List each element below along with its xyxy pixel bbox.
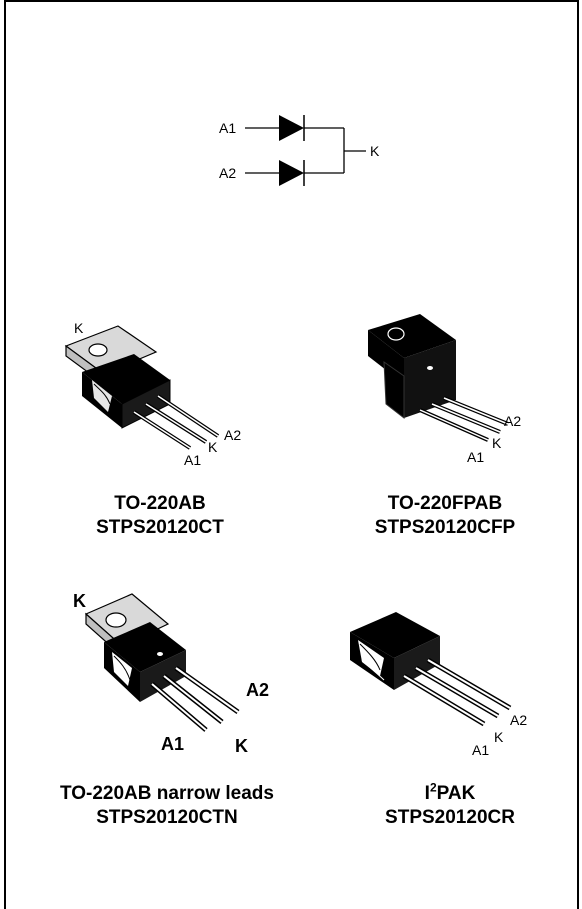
package-name-prefix: I	[424, 783, 430, 804]
package-i2pak-drawing	[350, 612, 512, 727]
pkg4-label-k-lead: K	[494, 729, 504, 745]
package-name: I2PAK	[350, 782, 550, 806]
diode-2	[245, 160, 344, 186]
package-to220ab-drawing	[64, 325, 220, 450]
package-name-suffix: PAK	[436, 783, 476, 804]
pkg4-label-a2: A2	[510, 712, 527, 728]
datasheet-frame	[4, 0, 579, 909]
schematic-label-a2: A2	[219, 165, 236, 181]
package-name: TO-220FPAB	[387, 493, 503, 514]
package-part-number: STPS20120CFP	[374, 517, 516, 538]
package-caption-to220fpab: TO-220FPAB STPS20120CFP	[340, 492, 550, 540]
pkg3-label-k-lead: K	[235, 736, 248, 756]
package-part-number: STPS20120CR	[385, 807, 515, 828]
package-to220fpab-drawing	[368, 314, 509, 442]
pkg3-label-a1: A1	[161, 734, 184, 754]
package-name: TO-220AB narrow leads	[59, 783, 274, 804]
package-name-superscript: 2	[429, 780, 437, 795]
pkg1-label-a1: A1	[184, 452, 201, 468]
pkg2-label-a1: A1	[467, 449, 484, 465]
package-to220ab-narrow-drawing	[84, 593, 240, 732]
pkg1-label-k-lead: K	[208, 439, 218, 455]
diode-1	[245, 115, 344, 141]
pkg1-label-k: K	[74, 320, 84, 336]
package-caption-to220ab-narrow: TO-220AB narrow leads STPS20120CTN	[22, 782, 312, 830]
common-cathode	[343, 128, 366, 173]
package-caption-i2pak: I2PAK STPS20120CR	[350, 782, 550, 830]
package-part-number: STPS20120CTN	[96, 807, 238, 828]
package-caption-to220ab: TO-220AB STPS20120CT	[60, 492, 260, 540]
pkg2-label-a2: A2	[504, 413, 521, 429]
pkg3-label-a2: A2	[246, 680, 269, 700]
schematic-label-a1: A1	[219, 120, 236, 136]
pkg3-label-k: K	[73, 591, 86, 611]
pkg1-label-a2: A2	[224, 427, 241, 443]
package-part-number: STPS20120CT	[96, 517, 224, 538]
package-name: TO-220AB	[114, 493, 206, 514]
pkg4-label-a1: A1	[472, 742, 489, 758]
pkg2-label-k-lead: K	[492, 435, 502, 451]
schematic-label-k: K	[370, 143, 380, 159]
